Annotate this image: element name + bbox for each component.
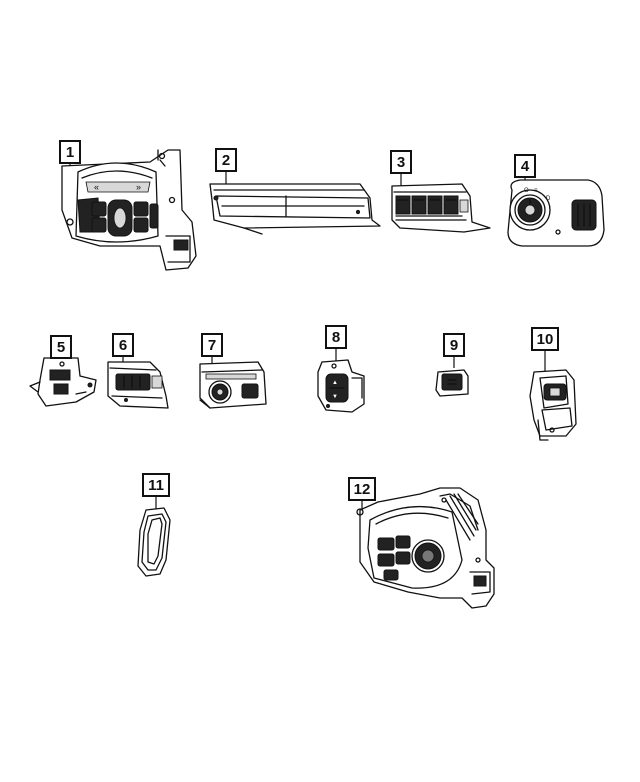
callout-8: 8	[325, 325, 347, 349]
svg-text:▼: ▼	[332, 394, 338, 400]
part-4-drawing: O ≡ D	[507, 179, 605, 247]
part-1-drawing: « »	[61, 149, 197, 271]
part-7-drawing	[199, 361, 267, 409]
part-6-drawing	[107, 361, 169, 409]
callout-9: 9	[443, 333, 465, 357]
part-9-drawing	[435, 369, 469, 397]
svg-text:D: D	[546, 196, 551, 202]
callout-12: 12	[348, 477, 376, 501]
part-5-drawing	[29, 357, 97, 407]
part-3-drawing	[391, 183, 491, 233]
svg-text:▲: ▲	[332, 380, 338, 386]
callout-4: 4	[514, 154, 536, 178]
svg-text:»: »	[136, 182, 141, 192]
part-11-drawing	[137, 507, 171, 577]
callout-1: 1	[59, 140, 81, 164]
callout-2: 2	[215, 148, 237, 172]
part-12-drawing	[356, 487, 495, 609]
callout-7: 7	[201, 333, 223, 357]
part-10-drawing	[529, 369, 577, 441]
callout-3: 3	[390, 150, 412, 174]
svg-text:«: «	[94, 182, 99, 192]
part-2-drawing	[209, 183, 381, 235]
callout-6: 6	[112, 333, 134, 357]
callout-10: 10	[531, 327, 559, 351]
callout-5: 5	[50, 335, 72, 359]
svg-text:≡: ≡	[534, 188, 538, 194]
svg-text:O: O	[524, 188, 529, 194]
callout-11: 11	[142, 473, 170, 497]
part-8-drawing: ▲ ▼	[317, 359, 365, 413]
